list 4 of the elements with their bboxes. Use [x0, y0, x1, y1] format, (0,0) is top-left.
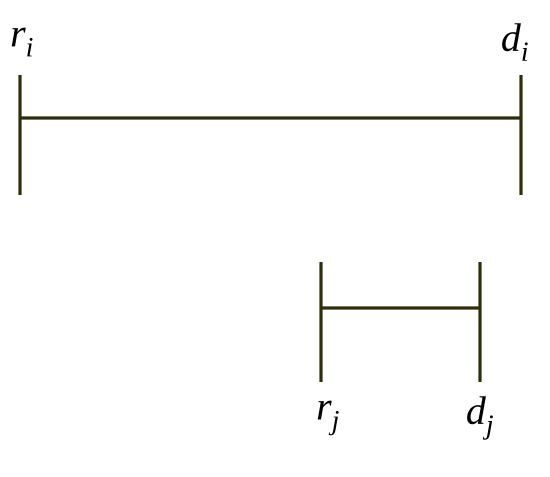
endpoint-label: r$_{i}$ — [12, 28, 33, 56]
endpoint-label: d$_{j}$ — [467, 396, 493, 440]
endpoint-label: r$_{j}$ — [318, 400, 339, 436]
endpoint-label: d$_{i}$ — [502, 23, 528, 61]
